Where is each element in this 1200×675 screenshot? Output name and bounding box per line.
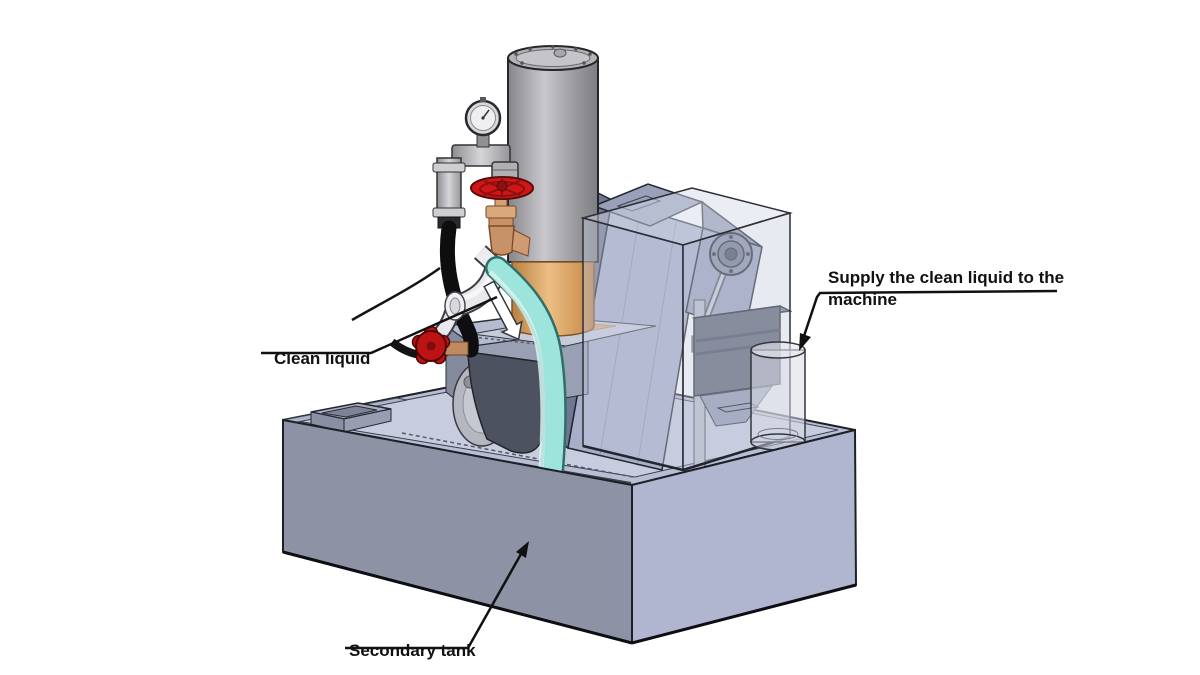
drive-sprocket xyxy=(709,232,753,276)
leader-clean-liquid xyxy=(261,295,498,355)
flow-direction-arrow xyxy=(483,280,523,341)
secondary-tank-body xyxy=(282,418,858,645)
label-clean-liquid-text: Clean liquid xyxy=(274,348,371,368)
clean-liquid-hose xyxy=(483,256,567,484)
leader-arrowhead-secondary xyxy=(516,541,529,558)
label-supply-clean-liquid: Supply the clean liquid to the machine xyxy=(828,245,1066,310)
label-clean-liquid: Clean liquid xyxy=(274,326,370,370)
label-secondary-tank: Secondary tank xyxy=(349,618,476,662)
leader-supply xyxy=(801,289,1058,340)
label-secondary-tank-text: Secondary tank xyxy=(349,640,476,660)
label-supply-text: Supply the clean liquid to the machine xyxy=(828,267,1065,309)
pressure-gauge xyxy=(464,97,502,137)
globe-valve-lower xyxy=(389,325,469,365)
black-suction-hose xyxy=(439,220,479,358)
callout-leaders xyxy=(261,289,1058,650)
globe-valve-upper xyxy=(470,176,534,257)
tank-top-opening xyxy=(310,402,392,433)
leader-secondary-tank xyxy=(345,553,523,650)
leader-arrowhead-supply xyxy=(799,333,811,351)
cable xyxy=(351,266,441,322)
supply-bucket xyxy=(750,341,806,451)
